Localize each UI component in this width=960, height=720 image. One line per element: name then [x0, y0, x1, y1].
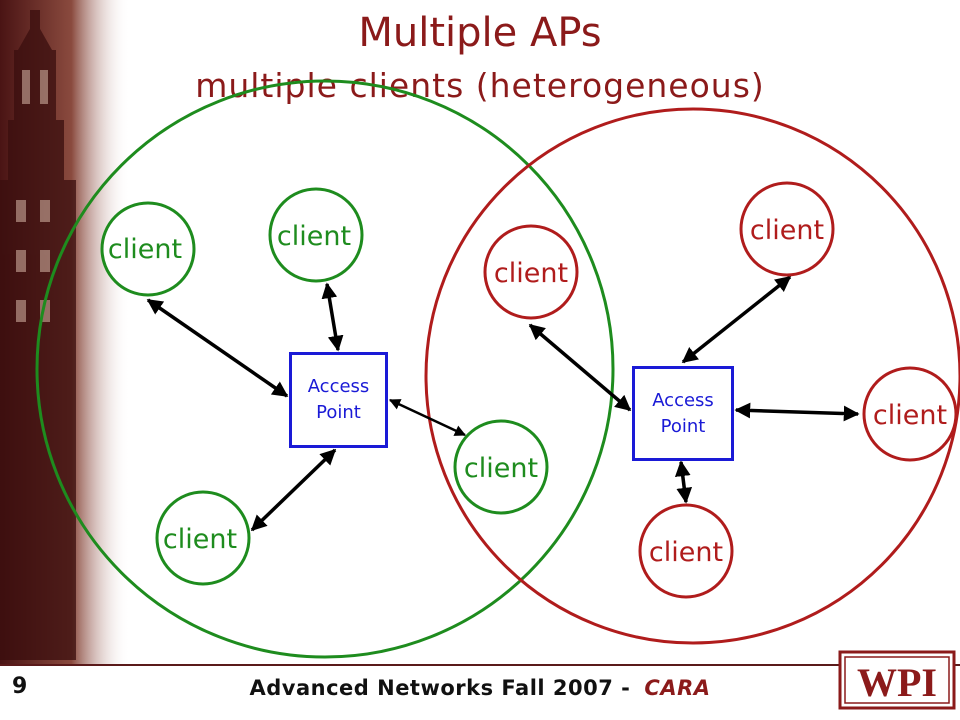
client-green-2: client	[268, 187, 364, 283]
client-red-2: client	[739, 181, 835, 277]
link-ap2-client1	[528, 323, 632, 412]
client-red-1: client	[483, 224, 579, 320]
client-green-3: client	[155, 490, 251, 586]
slide-subtitle: multiple clients (heterogeneous)	[195, 66, 765, 105]
client-green-4: client	[453, 419, 549, 515]
access-point-1: Access Point	[289, 352, 388, 448]
red-coverage-area	[424, 107, 960, 645]
link-ap1-client1	[146, 298, 289, 398]
access-point-2: Access Point	[632, 366, 734, 461]
link-ap1-client4	[388, 398, 467, 437]
client-label: client	[873, 400, 947, 431]
link-ap2-client2	[681, 275, 792, 364]
client-red-4: client	[638, 503, 734, 599]
footer-author: CARA	[644, 676, 711, 700]
tower-silhouette	[0, 10, 76, 660]
footer-course: Advanced Networks Fall 2007 -	[249, 676, 631, 700]
client-label: client	[163, 524, 237, 555]
client-green-1: client	[100, 201, 196, 297]
client-label: client	[750, 215, 824, 246]
client-label: client	[494, 258, 568, 289]
client-label: client	[649, 537, 723, 568]
footer: Advanced Networks Fall 2007 - CARA	[0, 676, 960, 700]
client-label: client	[464, 453, 538, 484]
link-ap1-client2	[321, 282, 344, 352]
client-label: client	[108, 234, 182, 265]
link-ap1-client3	[250, 448, 337, 532]
page-number: 9	[12, 674, 28, 699]
slide-title: Multiple APs	[358, 10, 602, 56]
svg-text:WPI: WPI	[857, 660, 937, 705]
client-red-3: client	[862, 366, 958, 462]
link-ap2-client3	[734, 402, 860, 422]
client-label: client	[277, 221, 351, 252]
link-ap2-client4	[674, 460, 693, 504]
wpi-logo: WPI	[838, 650, 956, 710]
